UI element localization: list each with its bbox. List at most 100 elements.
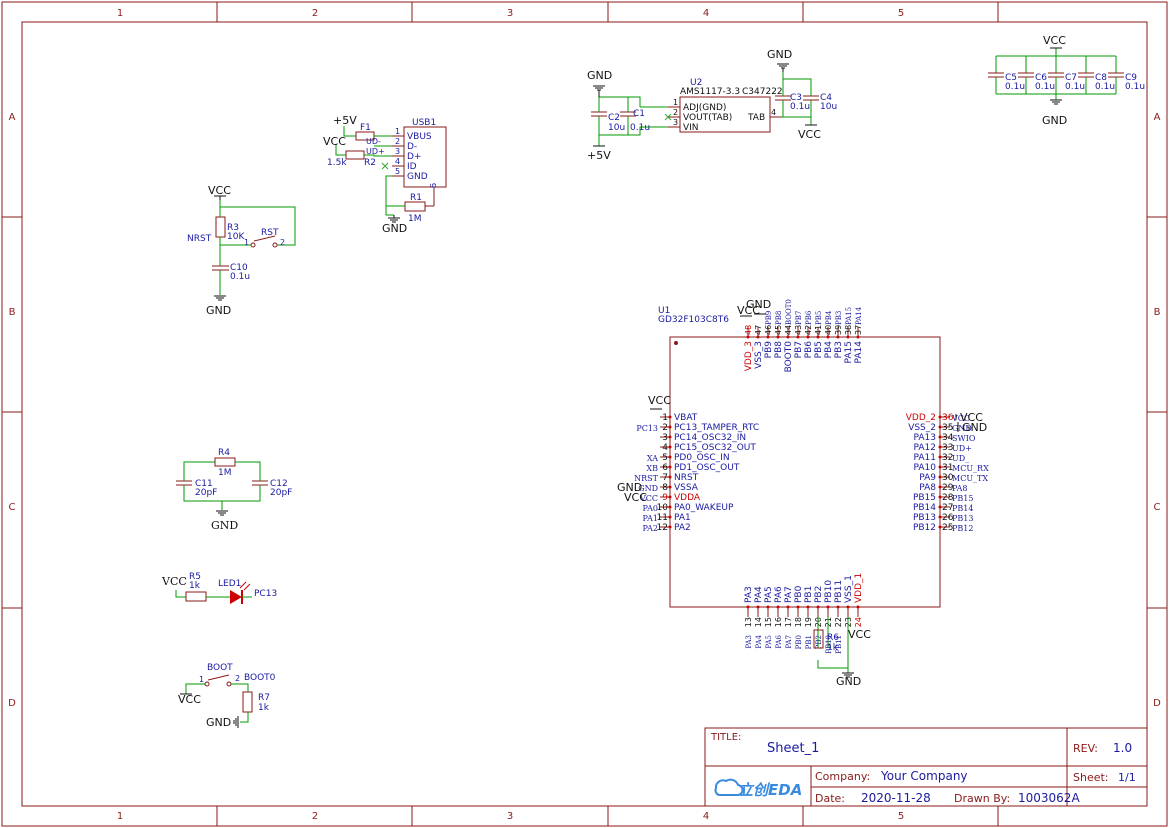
mcu-pin-dot bbox=[816, 335, 820, 339]
mcu-pin-dot bbox=[806, 605, 810, 609]
power-vcc: VCC bbox=[798, 128, 821, 141]
frame-row-label: D bbox=[8, 698, 16, 709]
mcu-pin-name: PB0 bbox=[794, 585, 804, 603]
decap-value: 0.1u bbox=[1065, 82, 1085, 92]
power-gnd: GND bbox=[617, 481, 642, 494]
title-block: TITLE: Sheet_1 REV: 1.0 Company: Your Co… bbox=[704, 727, 1148, 807]
frame-col-label: 1 bbox=[117, 811, 123, 822]
mcu-pin-dot bbox=[846, 335, 850, 339]
mcu-pin-name: PA2 bbox=[674, 523, 691, 533]
mcu-pin-name: PB13 bbox=[913, 513, 936, 523]
ldo-pin-number: 3 bbox=[673, 118, 678, 127]
power-vcc: VCC bbox=[737, 304, 760, 317]
company-value: Your Company bbox=[880, 769, 968, 783]
mcu-pin-number: 14 bbox=[754, 617, 763, 627]
mcu-net-label: PB14 bbox=[952, 504, 973, 513]
mcu-net-label: MCU_RX bbox=[952, 464, 989, 473]
power-gnd: GND bbox=[206, 716, 231, 729]
mcu-net-label: PB4 bbox=[825, 310, 833, 325]
frame-col-label: 4 bbox=[703, 8, 709, 19]
decap-ref: C6 bbox=[1035, 73, 1047, 83]
mcu-pin-name: PB8 bbox=[774, 341, 784, 359]
ldo-ref: U2 bbox=[690, 78, 702, 88]
mcu-pin-name: PB6 bbox=[804, 341, 814, 359]
c2-value: 10u bbox=[608, 123, 625, 133]
frame-row-label: C bbox=[1154, 502, 1161, 513]
power-vcc: VCC bbox=[1043, 34, 1066, 47]
mcu-net-label: PB12 bbox=[952, 524, 973, 533]
mcu-net-label: PB5 bbox=[815, 311, 823, 325]
c2-ref: C2 bbox=[608, 113, 620, 123]
mcu-pin-name: PB2 bbox=[814, 586, 824, 603]
mcu-pin-number: 33 bbox=[942, 443, 953, 453]
mcu-pin-number: 15 bbox=[764, 617, 773, 627]
mcu-pin-dot bbox=[938, 495, 942, 499]
frame-row-label: C bbox=[9, 502, 16, 513]
power-gnd: GND bbox=[1042, 114, 1067, 127]
mcu-net-label: PA7 bbox=[785, 635, 793, 649]
ldo-pin-label: VIN bbox=[683, 123, 699, 133]
mcu-pin-dot bbox=[938, 525, 942, 529]
power-gnd: GND bbox=[587, 69, 612, 82]
mcu-pin-dot bbox=[938, 415, 942, 419]
decap-value: 0.1u bbox=[1125, 82, 1145, 92]
mcu-pin-number: 41 bbox=[814, 325, 823, 335]
mcu-net-label: BOOT0 bbox=[785, 299, 793, 325]
mcu-part: GD32F103C8T6 bbox=[658, 315, 729, 325]
mcu-pin-name: PB15 bbox=[913, 493, 936, 503]
ldo-pin-label: VOUT(TAB) bbox=[683, 113, 732, 123]
mcu-pin-name: PB1 bbox=[804, 586, 814, 603]
net-ud-plus: UD+ bbox=[366, 147, 385, 156]
mcu-pin-number: 26 bbox=[942, 513, 954, 523]
c11-ref: C11 bbox=[195, 479, 213, 489]
company-label: Company: bbox=[815, 770, 870, 783]
boot-pin1: 1 bbox=[199, 675, 204, 684]
mcu-pin-name: BOOT0 bbox=[784, 341, 794, 373]
mcu-pin-name: VDD_2 bbox=[906, 413, 936, 423]
ldo-pin-number: 2 bbox=[673, 108, 678, 117]
mcu-pin-dot bbox=[668, 525, 672, 529]
decap-ref: C9 bbox=[1125, 73, 1137, 83]
mcu-pin-name: PA5 bbox=[764, 586, 774, 603]
usb-connector-section: VBUS D- D+ ID GND 1 2 3 4 5 USB1 6 UD- U… bbox=[323, 114, 447, 235]
mcu-pin-dot bbox=[766, 335, 770, 339]
mcu-pin-number: 3 bbox=[662, 433, 668, 443]
power-gnd: GND bbox=[836, 675, 861, 688]
power-vcc: VCC bbox=[161, 575, 187, 588]
mcu-pin-name: PA6 bbox=[774, 586, 784, 603]
mcu-pin-dot bbox=[856, 335, 860, 339]
mcu-pin-number: 16 bbox=[774, 617, 783, 627]
mcu-pin-number: 1 bbox=[662, 413, 668, 423]
mcu-pin-name: VSSA bbox=[674, 483, 699, 493]
frame-row-label: A bbox=[9, 112, 16, 123]
mcu-pin-name: PB5 bbox=[814, 341, 824, 358]
mcu-pin-dot bbox=[756, 605, 760, 609]
mcu-pin-dot bbox=[786, 335, 790, 339]
mcu-pin-name: PB11 bbox=[834, 580, 844, 603]
mcu-pin-name: VSS_3 bbox=[754, 341, 764, 369]
mcu-pin-dot bbox=[938, 485, 942, 489]
mcu-pin-name: PA15 bbox=[844, 341, 854, 363]
title-label: TITLE: bbox=[710, 732, 741, 743]
decap-value: 0.1u bbox=[1005, 82, 1025, 92]
power-vcc: VCC bbox=[848, 628, 871, 641]
rst-pin2: 2 bbox=[280, 238, 285, 247]
ldo-part: AMS1117-3.3 bbox=[680, 87, 740, 97]
mcu-pin-number: 46 bbox=[764, 325, 773, 335]
frame-row-label: A bbox=[1154, 112, 1161, 123]
usb-shield-pin: 6 bbox=[429, 183, 438, 188]
frame-row-label: B bbox=[1154, 307, 1161, 318]
mcu-net-label: PB9 bbox=[765, 311, 773, 325]
mcu-pin-dot bbox=[806, 335, 810, 339]
mcu-pin-number: 40 bbox=[824, 325, 833, 335]
mcu-pin-dot bbox=[746, 335, 750, 339]
mcu-pin-number: 25 bbox=[942, 523, 953, 533]
mcu-net-label: VCC bbox=[639, 494, 658, 503]
mcu-pin-dot bbox=[668, 495, 672, 499]
mcu-pin-dot bbox=[776, 605, 780, 609]
mcu-pin-name: PB10 bbox=[824, 580, 834, 603]
mcu-pin-number: 8 bbox=[662, 483, 668, 493]
mcu-pin-dot bbox=[746, 605, 750, 609]
mcu-net-label: NRST bbox=[634, 474, 659, 483]
